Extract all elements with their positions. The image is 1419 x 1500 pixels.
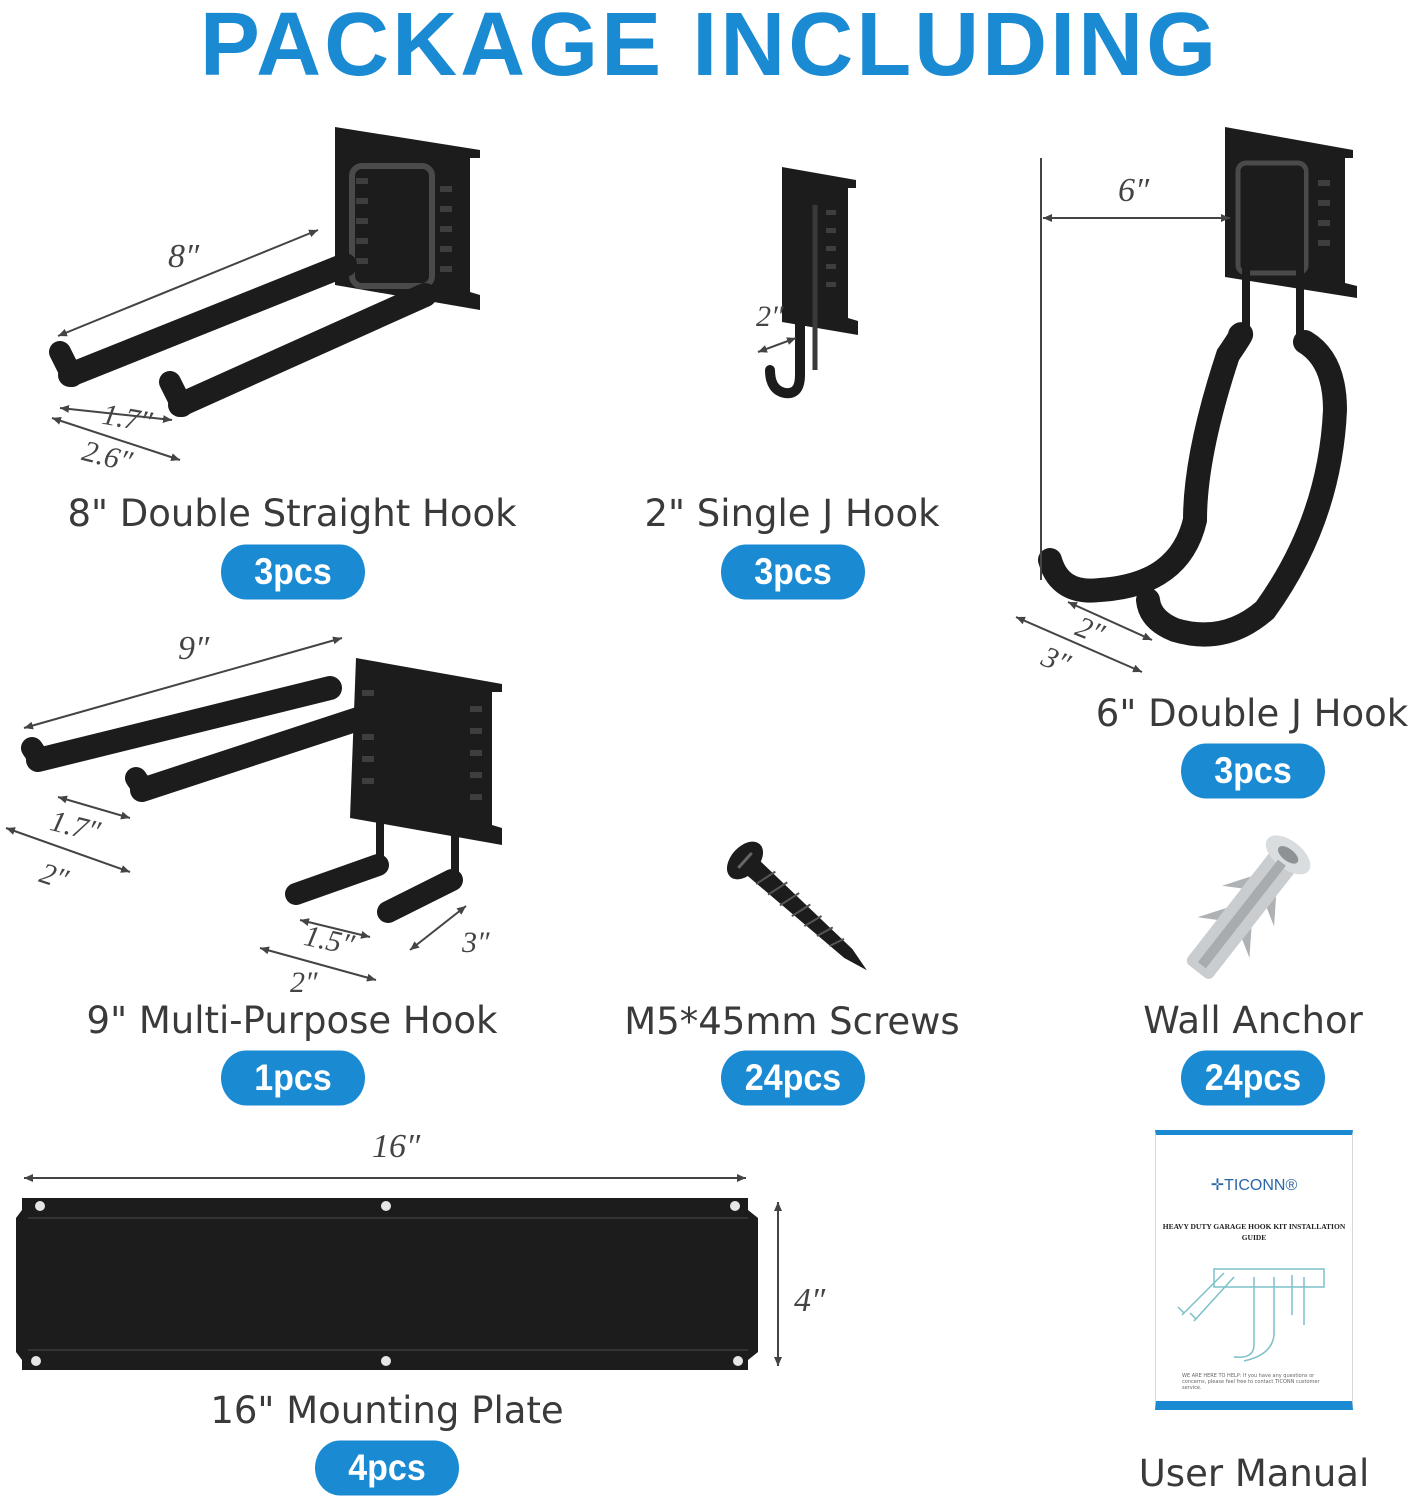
mounting-plate-image: [16, 1174, 782, 1370]
multi-purpose-hook-qty-badge: 1pcs: [221, 1050, 365, 1106]
single-j-hook-label: 2" Single J Hook: [644, 492, 940, 535]
dim-multi-purpose-lower-width: 2″: [290, 966, 318, 999]
dim-mounting-plate-height: 4″: [794, 1282, 826, 1319]
page-title: PACKAGE INCLUDING: [199, 0, 1220, 95]
screws-label: M5*45mm Screws: [624, 1000, 960, 1043]
double-j-hook-label: 6" Double J Hook: [1095, 692, 1409, 735]
double-j-hook-image: [1015, 127, 1357, 673]
dim-multi-purpose-length: 9″: [178, 630, 210, 667]
wall-anchor-label: Wall Anchor: [1143, 999, 1363, 1042]
mounting-plate-qty-badge: 4pcs: [315, 1440, 459, 1496]
dim-mounting-plate-length: 16″: [372, 1128, 421, 1165]
user-manual-image: ✛TICONN® HEAVY DUTY GARAGE HOOK KIT INST…: [1155, 1130, 1353, 1410]
manual-brand-logo: ✛TICONN®: [1210, 1177, 1298, 1194]
dim-double-straight-length: 8″: [168, 238, 200, 275]
double-j-hook-qty-badge: 3pcs: [1181, 743, 1325, 799]
wall-anchor-image: [1186, 835, 1311, 979]
dim-double-j-depth: 6″: [1118, 172, 1150, 209]
single-j-hook-image: [757, 167, 858, 399]
screw-image: [726, 841, 867, 971]
screws-qty-badge: 24pcs: [721, 1050, 865, 1106]
manual-cover-title: HEAVY DUTY GARAGE HOOK KIT INSTALLATION …: [1162, 1222, 1346, 1242]
user-manual-label: User Manual: [1138, 1452, 1370, 1495]
multi-purpose-hook-image: [5, 636, 502, 982]
wall-anchor-qty-badge: 24pcs: [1181, 1050, 1325, 1106]
double-straight-hook-image: [49, 127, 480, 461]
dim-multi-purpose-lower-depth: 3″: [462, 926, 490, 959]
double-straight-hook-label: 8" Double Straight Hook: [67, 492, 517, 535]
manual-sketch: [1177, 1268, 1325, 1362]
multi-purpose-hook-label: 9" Multi-Purpose Hook: [86, 999, 498, 1042]
manual-cover-footer: WE ARE HERE TO HELP: If you have any que…: [1182, 1373, 1320, 1391]
single-j-hook-qty-badge: 3pcs: [721, 544, 865, 600]
mounting-plate-label: 16" Mounting Plate: [210, 1389, 564, 1432]
double-straight-hook-qty-badge: 3pcs: [221, 544, 365, 600]
dim-single-j-depth: 2″: [756, 300, 784, 333]
